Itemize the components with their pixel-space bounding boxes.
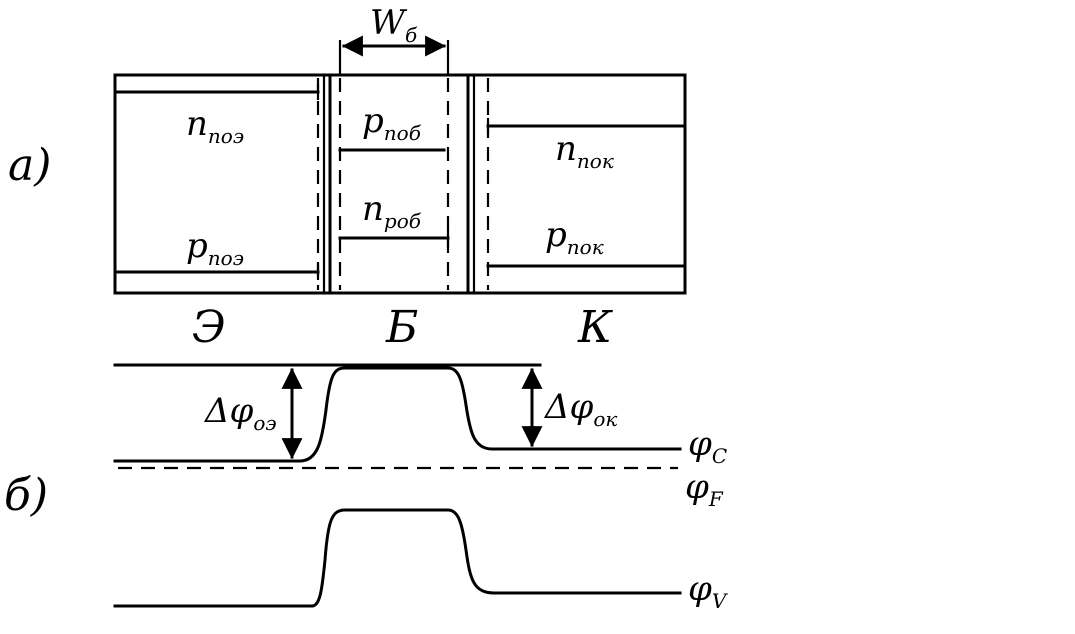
- emitter-barrier-label: Δφoэ: [203, 391, 277, 435]
- region-emitter-label: Э: [192, 302, 226, 353]
- collector-p-label: pпoк: [545, 215, 604, 259]
- emitter-p-label: pпoэ: [186, 226, 244, 270]
- base-n-label: npoб: [362, 189, 422, 233]
- collector-n-label: nпoк: [555, 129, 614, 173]
- base-width-label: Wб: [370, 3, 418, 47]
- phi-f-label: φF: [685, 467, 724, 511]
- valence-band-curve: [113, 508, 682, 608]
- base-p-label: pпoб: [362, 101, 422, 145]
- transistor-structure-outline: [113, 73, 687, 295]
- panel-a-label: a): [8, 140, 51, 191]
- emitter-n-label: nпoэ: [186, 104, 244, 148]
- region-collector-label: К: [577, 302, 613, 353]
- conduction-band-curve: [113, 366, 682, 463]
- region-base-label: Б: [385, 302, 418, 353]
- panel-b-label: б): [4, 470, 48, 521]
- phi-c-label: φC: [688, 424, 727, 468]
- phi-v-label: φV: [688, 569, 729, 613]
- collector-barrier-label: Δφoк: [543, 387, 617, 431]
